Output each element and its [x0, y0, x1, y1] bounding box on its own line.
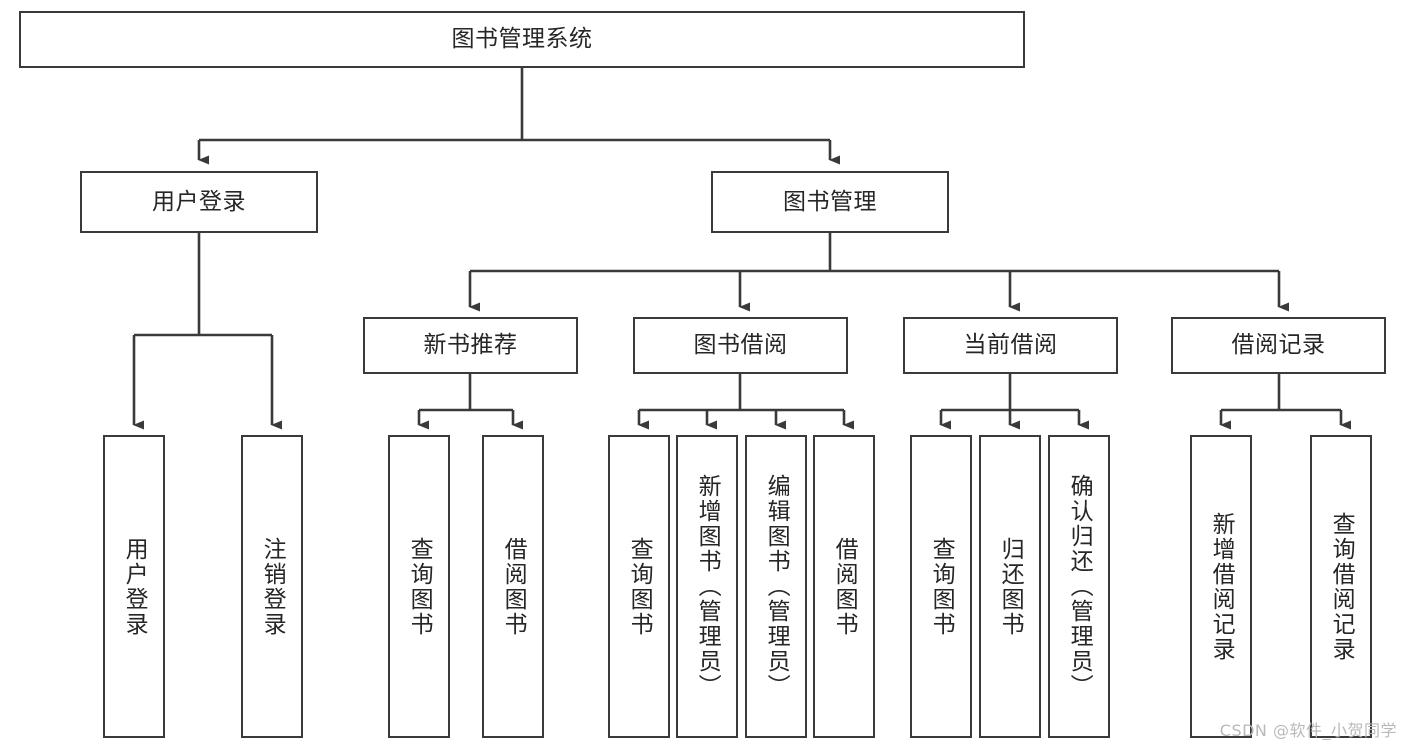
node-label: 新书推荐 [423, 332, 518, 359]
leaf-current-borrow-query-book[interactable]: 查询图书 [910, 435, 972, 738]
node-current-borrow[interactable]: 当前借阅 [903, 317, 1118, 374]
node-label: 图书管理 [783, 188, 877, 215]
node-label: 新增借阅记录 [1208, 511, 1235, 662]
leaf-new-book-query-book[interactable]: 查询图书 [388, 435, 450, 738]
node-label: 借阅图书 [500, 536, 527, 637]
leaf-borrow-record-query-record[interactable]: 查询借阅记录 [1310, 435, 1372, 738]
leaf-book-borrow-borrow-book[interactable]: 借阅图书 [813, 435, 875, 738]
leaf-current-borrow-return-book[interactable]: 归还图书 [979, 435, 1041, 738]
node-label: 借阅图书 [831, 536, 858, 637]
leaf-user-login-logout[interactable]: 注销登录 [241, 435, 303, 738]
watermark-text: CSDN @软件_小贺同学 [1219, 721, 1397, 740]
node-label: 借阅记录 [1231, 332, 1326, 359]
node-label: 查询图书 [928, 536, 955, 637]
node-label: 用户登录 [152, 188, 246, 215]
node-root-book-management-system[interactable]: 图书管理系统 [19, 11, 1025, 68]
node-book-management[interactable]: 图书管理 [711, 171, 949, 233]
node-label: 编辑图书（管理员） [763, 474, 790, 699]
node-book-borrow[interactable]: 图书借阅 [633, 317, 848, 374]
node-label: 图书借阅 [693, 332, 788, 359]
node-borrow-record[interactable]: 借阅记录 [1171, 317, 1386, 374]
node-label: 当前借阅 [963, 332, 1058, 359]
node-label: 新增图书（管理员） [694, 474, 721, 699]
leaf-book-borrow-add-book-admin[interactable]: 新增图书（管理员） [676, 435, 738, 738]
node-label: 确认归还（管理员） [1066, 474, 1093, 699]
leaf-new-book-borrow-book[interactable]: 借阅图书 [482, 435, 544, 738]
leaf-current-borrow-confirm-return-admin[interactable]: 确认归还（管理员） [1048, 435, 1110, 738]
node-label: 查询图书 [626, 536, 653, 637]
node-user-login[interactable]: 用户登录 [80, 171, 318, 233]
leaf-book-borrow-query-book[interactable]: 查询图书 [608, 435, 670, 738]
node-label: 归还图书 [997, 536, 1024, 637]
node-label: 图书管理系统 [451, 26, 593, 53]
node-label: 注销登录 [259, 536, 286, 637]
node-new-book-recommend[interactable]: 新书推荐 [363, 317, 578, 374]
leaf-user-login-login[interactable]: 用户登录 [103, 435, 165, 738]
node-label: 查询借阅记录 [1328, 511, 1355, 662]
leaf-borrow-record-add-record[interactable]: 新增借阅记录 [1190, 435, 1252, 738]
node-label: 查询图书 [406, 536, 433, 637]
node-label: 用户登录 [121, 536, 148, 637]
leaf-book-borrow-edit-book-admin[interactable]: 编辑图书（管理员） [745, 435, 807, 738]
